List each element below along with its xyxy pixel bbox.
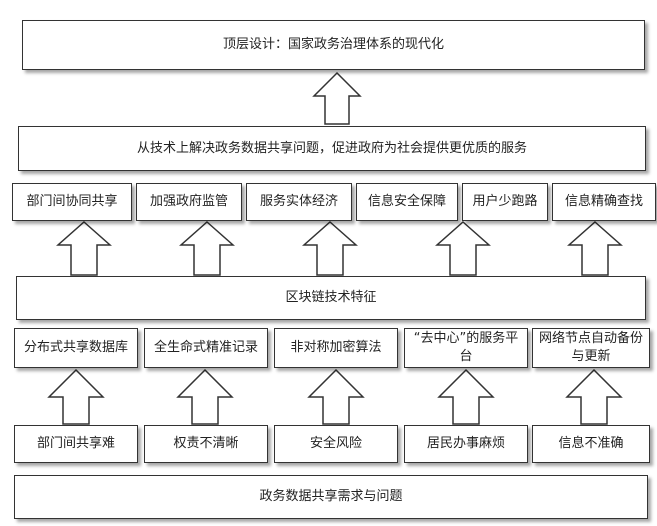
feature-label: 网络节点自动备份与更新 bbox=[538, 331, 643, 364]
arrow-up-icon bbox=[56, 220, 112, 276]
feature-label: 非对称加密算法 bbox=[290, 340, 382, 355]
benefit-label: 信息精确查找 bbox=[564, 194, 643, 209]
problem-box: 信息不准确 bbox=[532, 425, 650, 463]
benefit-box: 加强政府监管 bbox=[136, 183, 242, 221]
arrow-up-icon bbox=[565, 368, 623, 425]
problem-box: 部门间共享难 bbox=[14, 425, 138, 463]
goal-box: 从技术上解决政务数据共享问题，促进政府为社会提供更优质的服务 bbox=[18, 126, 646, 171]
benefit-box: 信息安全保障 bbox=[356, 183, 458, 221]
benefit-label: 部门间协同共享 bbox=[26, 194, 118, 209]
base-box: 政务数据共享需求与问题 bbox=[14, 475, 648, 519]
problem-label: 安全风险 bbox=[309, 436, 362, 451]
feature-box: “去中心”的服务平台 bbox=[404, 328, 528, 368]
benefit-label: 信息安全保障 bbox=[367, 194, 446, 209]
arrow-up-icon bbox=[567, 220, 623, 276]
arrow-up-icon bbox=[302, 220, 358, 276]
arrow-up-icon bbox=[47, 368, 105, 425]
feature-box: 非对称加密算法 bbox=[274, 328, 398, 368]
problem-label: 权责不清晰 bbox=[173, 436, 239, 451]
feature-box: 分布式共享数据库 bbox=[14, 328, 138, 368]
arrow-up-icon bbox=[179, 220, 235, 276]
base-label: 政务数据共享需求与问题 bbox=[259, 489, 403, 504]
arrow-up-icon bbox=[312, 71, 362, 125]
benefit-box: 用户少跑路 bbox=[462, 183, 548, 221]
problem-label: 居民办事麻烦 bbox=[426, 436, 505, 451]
feature-label: 分布式共享数据库 bbox=[23, 340, 128, 355]
benefit-box: 信息精确查找 bbox=[552, 183, 656, 221]
features-title-box: 区块链技术特征 bbox=[16, 276, 646, 320]
top-design-box: 顶层设计：国家政务治理体系的现代化 bbox=[22, 20, 645, 70]
problem-box: 权责不清晰 bbox=[144, 425, 268, 463]
arrow-up-icon bbox=[435, 220, 491, 276]
goal-label: 从技术上解决政务数据共享问题，促进政府为社会提供更优质的服务 bbox=[136, 140, 527, 156]
feature-label: 全生命式精准记录 bbox=[153, 340, 258, 355]
benefit-label: 服务实体经济 bbox=[259, 194, 338, 209]
feature-label: “去中心”的服务平台 bbox=[413, 331, 519, 364]
problem-label: 信息不准确 bbox=[558, 436, 624, 451]
problem-box: 安全风险 bbox=[274, 425, 398, 463]
benefit-label: 加强政府监管 bbox=[149, 194, 228, 209]
features-title-label: 区块链技术特征 bbox=[285, 290, 377, 305]
feature-box: 网络节点自动备份与更新 bbox=[532, 328, 650, 368]
benefit-box: 服务实体经济 bbox=[246, 183, 352, 221]
problem-label: 部门间共享难 bbox=[36, 436, 115, 451]
benefit-box: 部门间协同共享 bbox=[12, 183, 132, 221]
benefit-label: 用户少跑路 bbox=[472, 194, 538, 209]
arrow-up-icon bbox=[176, 368, 234, 425]
arrow-up-icon bbox=[307, 368, 365, 425]
arrow-up-icon bbox=[437, 368, 495, 425]
problem-box: 居民办事麻烦 bbox=[404, 425, 528, 463]
feature-box: 全生命式精准记录 bbox=[144, 328, 268, 368]
top-design-label: 顶层设计：国家政务治理体系的现代化 bbox=[222, 37, 444, 52]
